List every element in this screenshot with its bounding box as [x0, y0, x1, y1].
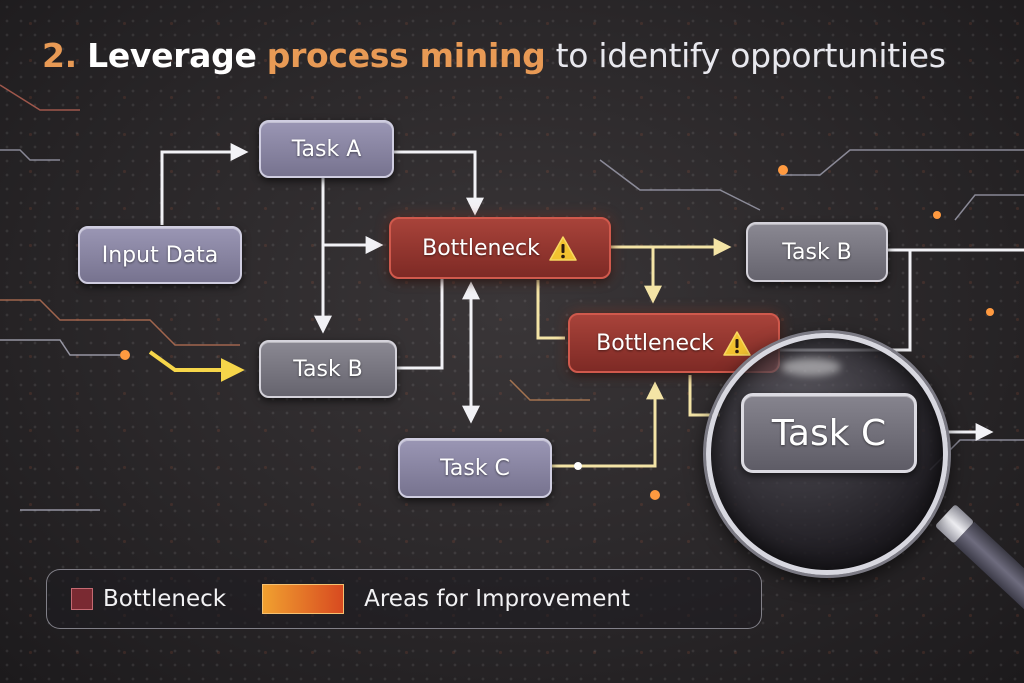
node-task-c-magnified: Task C — [741, 393, 917, 473]
node-label: Task A — [291, 136, 362, 162]
node-task-b-right: Task B — [746, 222, 888, 282]
magnifying-glass-icon: Task C — [706, 333, 948, 575]
node-task-b-left: Task B — [259, 340, 397, 398]
title-rest: to identify opportunities — [555, 36, 946, 75]
node-label: Task C — [440, 455, 510, 481]
warning-triangle-icon — [549, 235, 577, 261]
magnifier-lens: Task C — [706, 333, 948, 575]
legend-label-improvement: Areas for Improvement — [364, 586, 631, 612]
title-number: 2. — [42, 36, 77, 75]
title-highlight: process mining — [266, 36, 546, 75]
legend-swatch-bottleneck — [71, 588, 93, 610]
node-input-data: Input Data — [78, 226, 242, 284]
node-label: Task B — [782, 239, 852, 265]
warning-triangle-icon — [723, 330, 751, 356]
title-word: Leverage — [87, 36, 257, 75]
legend-label-bottleneck: Bottleneck — [103, 586, 227, 612]
page-title: 2. Leverage process mining to identify o… — [42, 36, 946, 75]
node-label: Input Data — [101, 242, 219, 268]
legend: Bottleneck Areas for Improvement — [46, 569, 762, 629]
node-label: Task C — [771, 412, 887, 454]
node-label: Bottleneck — [422, 235, 540, 261]
node-task-a: Task A — [259, 120, 394, 178]
node-label: Bottleneck — [596, 330, 714, 356]
node-bottleneck-2: Bottleneck — [568, 313, 780, 373]
node-bottleneck-1: Bottleneck — [389, 217, 611, 279]
node-task-c: Task C — [398, 438, 552, 498]
node-label: Task B — [293, 356, 363, 382]
legend-swatch-improvement — [262, 584, 345, 614]
